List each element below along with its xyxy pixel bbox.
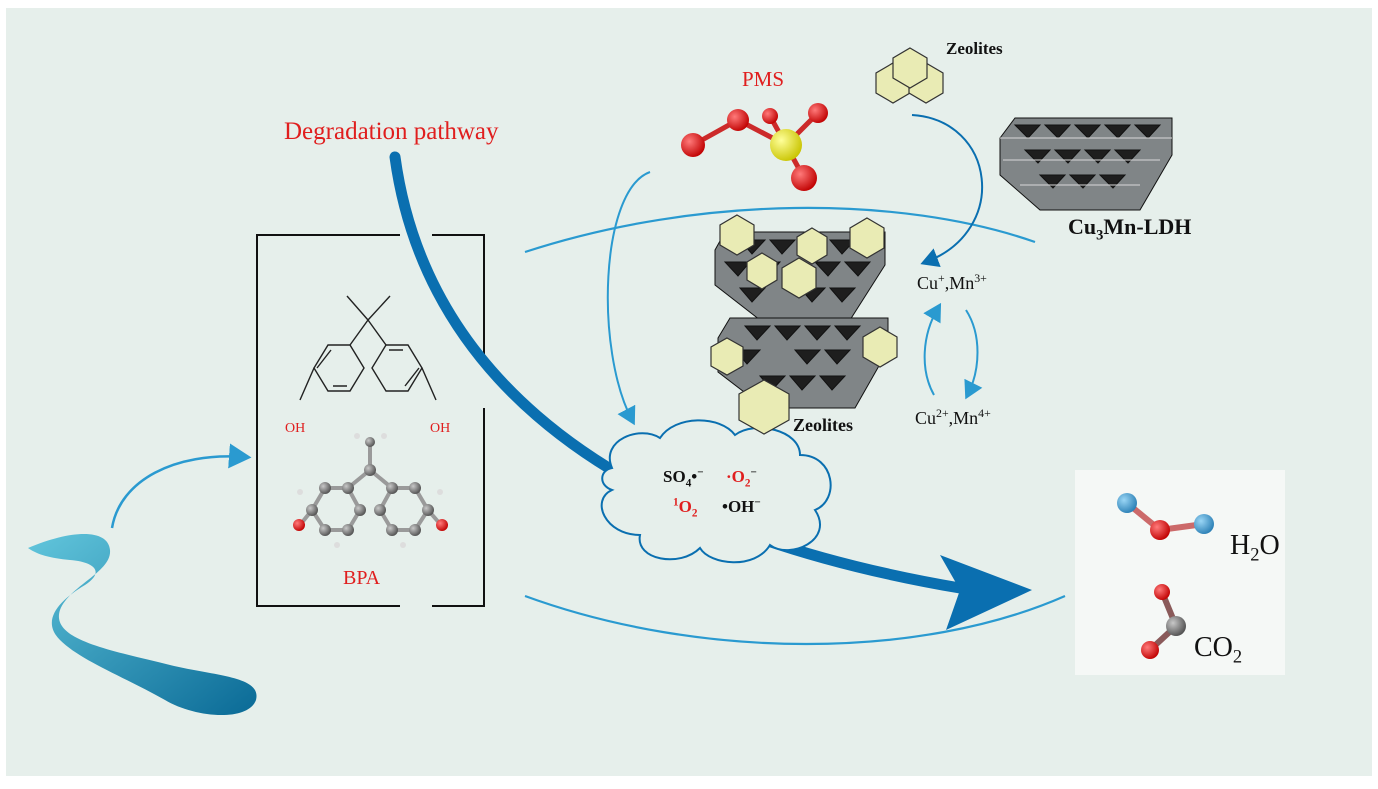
radical-superoxide: ·O2− bbox=[726, 466, 757, 490]
bpa-box-left bbox=[256, 234, 400, 607]
radical-hydroxyl: •OH− bbox=[722, 496, 761, 516]
zeolite-hexagons-top bbox=[875, 47, 944, 104]
reactor-arc-top bbox=[524, 206, 1036, 254]
radical-so4: SO4•− bbox=[663, 466, 704, 490]
redox-bottom-label: Cu2+,Mn4+ bbox=[915, 406, 991, 428]
degradation-pathway-arrow bbox=[389, 151, 966, 594]
ldh-zeolite-stack-upper bbox=[714, 214, 886, 321]
products-panel bbox=[1075, 470, 1285, 675]
degradation-pathway-label: Degradation pathway bbox=[284, 118, 499, 145]
bpa-oh-right: OH bbox=[430, 421, 451, 436]
pms-to-radicals-arrow bbox=[606, 171, 651, 426]
pms-molecule bbox=[681, 103, 828, 191]
h2o-label: H2O bbox=[1230, 530, 1280, 565]
zeolites-top-label: Zeolites bbox=[946, 39, 1003, 58]
zeolites-to-cu-arrow bbox=[911, 114, 984, 268]
redox-down-arrow bbox=[964, 309, 983, 400]
river-shape bbox=[28, 534, 257, 716]
h2o-molecule bbox=[1117, 493, 1214, 540]
river-to-bpa-arrow bbox=[110, 443, 252, 529]
bpa-oh-left: OH bbox=[285, 421, 306, 436]
ldh-zeolite-stack-lower bbox=[710, 317, 898, 435]
degradation-arrowhead bbox=[940, 555, 1032, 630]
redox-top-label: Cu+,Mn3+ bbox=[917, 271, 987, 293]
radical-singlet-oxygen: 1O2 bbox=[673, 496, 698, 520]
reactor-arc-bottom bbox=[524, 594, 1066, 646]
radical-cloud bbox=[600, 419, 832, 564]
co2-molecule bbox=[1141, 584, 1186, 659]
bpa-skeletal-structure bbox=[299, 295, 437, 401]
co2-label: CO2 bbox=[1194, 632, 1243, 667]
bpa-ball-stick-model bbox=[293, 433, 448, 548]
redox-up-arrow bbox=[923, 302, 942, 396]
ldh-label: Cu3Mn-LDH bbox=[1068, 214, 1192, 244]
zeolites-center-label: Zeolites bbox=[793, 415, 853, 435]
ldh-block-top bbox=[999, 117, 1173, 211]
bpa-box-right bbox=[432, 234, 485, 607]
pms-label: PMS bbox=[742, 67, 785, 91]
bpa-label: BPA bbox=[343, 567, 381, 589]
